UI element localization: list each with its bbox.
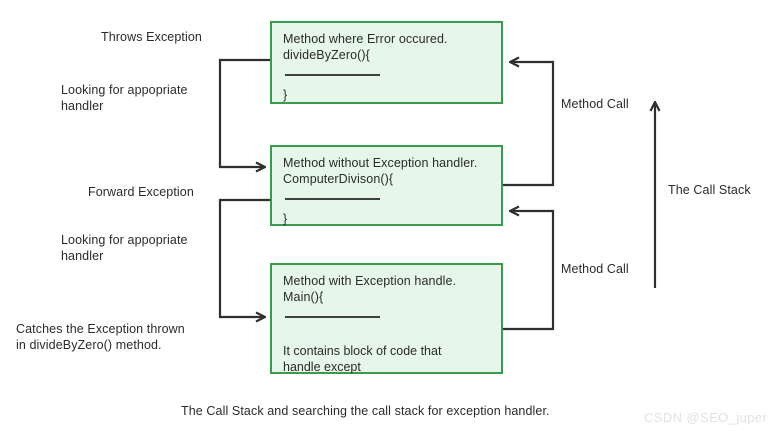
divider-line — [285, 74, 380, 76]
label-throws-exception: Throws Exception — [101, 30, 202, 44]
divider-line — [285, 198, 380, 200]
watermark: CSDN @SEO_juper — [644, 410, 768, 425]
divider-line — [285, 316, 380, 318]
stack-frame-title: Method with Exception handle. Main(){ — [283, 274, 457, 304]
connector-forward-exception — [218, 198, 270, 317]
diagram-caption: The Call Stack and searching the call st… — [181, 404, 550, 418]
stack-frame-brace: } — [283, 212, 288, 226]
stack-frame-computer-division[interactable]: Method without Exception handler. Comput… — [270, 145, 503, 226]
label-method-call-upper: Method Call — [561, 97, 629, 111]
label-looking-for-handler-upper: Looking for appopriate handler — [61, 83, 188, 113]
stack-frame-divide-by-zero[interactable]: Method where Error occured. divideByZero… — [270, 21, 503, 104]
label-forward-exception: Forward Exception — [88, 185, 194, 199]
label-looking-for-handler-lower: Looking for appopriate handler — [61, 233, 188, 263]
stack-frame-title: Method without Exception handler. Comput… — [283, 156, 478, 186]
label-method-call-lower: Method Call — [561, 262, 629, 276]
stack-frame-brace: } — [283, 88, 288, 102]
connector-method-call-upper — [503, 62, 555, 187]
connector-method-call-lower — [503, 211, 555, 331]
label-the-call-stack: The Call Stack — [668, 183, 751, 197]
stack-frame-title: Method where Error occured. divideByZero… — [283, 32, 448, 62]
label-catches-exception: Catches the Exception thrown in divideBy… — [16, 322, 185, 352]
stack-frame-body: It contains block of code that handle ex… — [283, 344, 442, 374]
stack-frame-main[interactable]: Method with Exception handle. Main(){ It… — [270, 263, 503, 374]
connector-throws-exception — [218, 58, 270, 167]
